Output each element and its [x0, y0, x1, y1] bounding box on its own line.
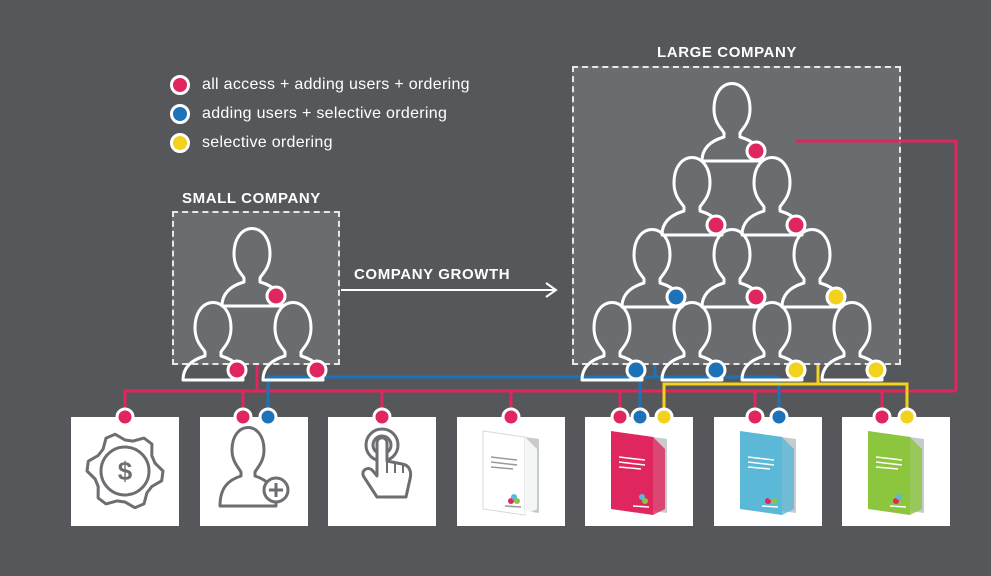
red-dot-icon — [170, 74, 190, 95]
svg-text:$: $ — [118, 456, 133, 486]
blue-dot-icon — [170, 103, 190, 124]
small-company-box — [172, 211, 340, 365]
pink-folder-icon — [611, 431, 667, 515]
person-icon — [700, 228, 767, 309]
touch-hand-icon — [361, 427, 413, 499]
red-dot-icon — [705, 214, 727, 236]
person-icon — [580, 301, 647, 382]
red-dot-icon — [372, 407, 392, 427]
legend-label: selective ordering — [202, 133, 333, 151]
yellow-dot-icon — [170, 132, 190, 153]
large-company-title: LARGE COMPANY — [657, 44, 798, 61]
company-growth-label: COMPANY GROWTH — [354, 266, 511, 283]
yellow-dot-icon — [785, 359, 807, 381]
red-dot-icon — [745, 407, 765, 427]
red-dot-icon — [785, 214, 807, 236]
yellow-dot-icon — [865, 359, 887, 381]
red-dot-icon — [610, 407, 630, 427]
person-icon — [780, 228, 847, 309]
person-icon — [740, 156, 807, 237]
person-icon — [820, 301, 887, 382]
blue-dot-icon — [630, 407, 650, 427]
blue-dot-icon — [769, 407, 789, 427]
legend-item-adding-users: adding users + selective ordering — [170, 99, 470, 128]
red-dot-icon — [501, 407, 521, 427]
legend-label: adding users + selective ordering — [202, 104, 448, 122]
legend-item-full-access: all access + adding users + ordering — [170, 70, 470, 99]
red-dot-icon — [265, 285, 287, 307]
small-company-title: SMALL COMPANY — [182, 190, 321, 207]
red-dot-icon — [115, 407, 135, 427]
yellow-dot-icon — [825, 286, 847, 308]
white-folder-icon — [482, 430, 539, 516]
red-dot-icon — [745, 286, 767, 308]
person-icon — [261, 301, 328, 382]
red-access-line — [123, 365, 259, 412]
green-folder-icon — [868, 431, 924, 515]
yellow-access-line — [818, 382, 909, 412]
legend-label: all access + adding users + ordering — [202, 75, 470, 93]
legend: all access + adding users + ordering add… — [170, 70, 470, 157]
person-icon — [700, 82, 767, 163]
person-icon — [660, 156, 727, 237]
gear-dollar-icon: $ — [85, 432, 165, 510]
yellow-dot-icon — [654, 407, 674, 427]
blue-dot-icon — [665, 286, 687, 308]
growth-arrow-icon — [341, 282, 558, 298]
person-icon — [740, 301, 807, 382]
yellow-dot-icon — [897, 407, 917, 427]
person-icon — [220, 227, 287, 308]
blue-dot-icon — [705, 359, 727, 381]
yellow-access-line — [662, 365, 820, 412]
blue-dot-icon — [258, 407, 278, 427]
blue-dot-icon — [625, 359, 647, 381]
legend-item-selective-ordering: selective ordering — [170, 128, 470, 157]
red-access-line — [796, 139, 958, 391]
connection-lines — [123, 139, 958, 412]
person-icon — [620, 228, 687, 309]
red-dot-icon — [872, 407, 892, 427]
person-icon — [181, 301, 248, 382]
add-user-icon — [218, 426, 290, 508]
red-dot-icon — [226, 359, 248, 381]
red-dot-icon — [306, 359, 328, 381]
blue-folder-icon — [740, 431, 796, 515]
red-dot-icon — [745, 140, 767, 162]
red-dot-icon — [233, 407, 253, 427]
person-icon — [660, 301, 727, 382]
blue-access-line — [266, 365, 657, 412]
